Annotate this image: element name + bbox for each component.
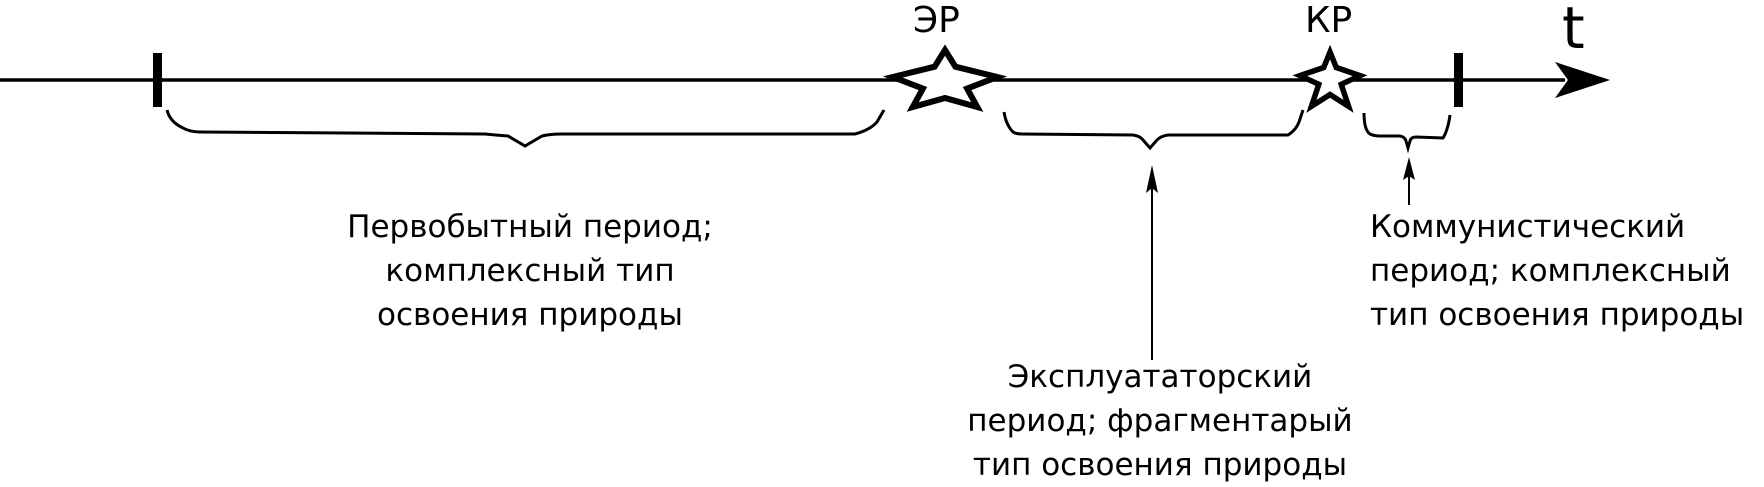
communist-pointer-arrowhead [1403, 157, 1415, 180]
primitive-period-description: Первобытный период; комплексный тип осво… [250, 205, 810, 337]
time-axis-arrowhead [1555, 62, 1610, 98]
exploitative-period-line-2: период; фрагментарый [967, 403, 1353, 439]
primitive-period-line-2: комплексный тип [385, 253, 675, 289]
time-axis-label: t [1562, 0, 1585, 62]
kr-star-icon [1292, 44, 1368, 113]
primitive-period-line-1: Первобытный период; [347, 209, 713, 245]
communist-period-description: Коммунистический период; комплексный тип… [1370, 205, 1760, 337]
communist-period-line-3: тип освоения природы [1370, 297, 1745, 333]
communist-period-line-1: Коммунистический [1370, 209, 1686, 245]
start-tick [153, 53, 162, 107]
er-label: ЭР [913, 0, 960, 41]
exploitative-period-brace [1002, 109, 1305, 151]
exploitative-pointer-arrowhead [1146, 165, 1158, 193]
primitive-period-line-3: освоения природы [377, 297, 683, 333]
exploitative-period-line-3: тип освоения природы [972, 447, 1348, 483]
exploitative-period-line-1: Эксплуататорский [1007, 359, 1313, 395]
primitive-period-brace [165, 109, 886, 148]
end-tick [1454, 53, 1463, 107]
kr-label: КР [1305, 0, 1352, 41]
exploitative-period-description: Эксплуататорский период; фрагментарый ти… [900, 355, 1420, 487]
communist-period-line-2: период; комплексный [1370, 253, 1731, 289]
communist-period-brace [1362, 112, 1452, 154]
er-star-icon [882, 44, 1008, 112]
